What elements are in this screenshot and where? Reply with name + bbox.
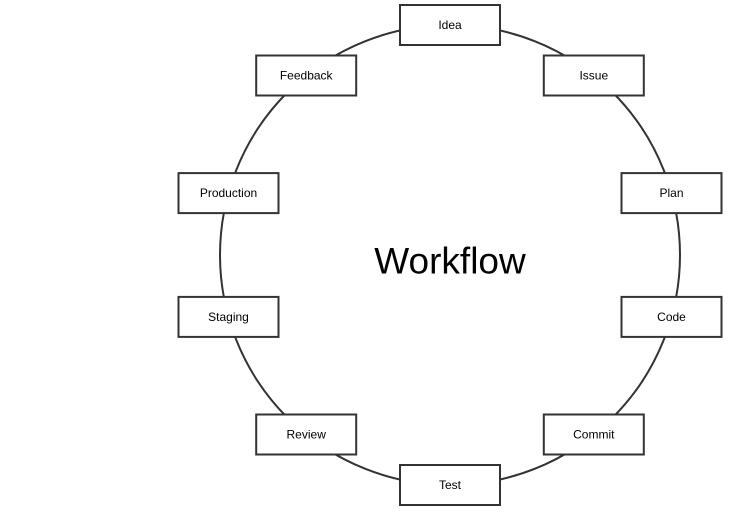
stage-node-test: Test [399, 464, 501, 506]
stage-node-feedback: Feedback [255, 54, 358, 97]
stage-box [177, 172, 280, 215]
diagram-title: Workflow [374, 241, 526, 282]
stage-node-production: Production [177, 172, 280, 215]
stage-box [255, 413, 358, 456]
stage-node-idea: Idea [399, 4, 501, 46]
stage-label: Review [287, 428, 327, 442]
stage-node-commit: Commit [542, 413, 645, 456]
stage-label: Idea [438, 18, 462, 32]
stage-label: Feedback [280, 69, 334, 83]
stage-node-review: Review [255, 413, 358, 456]
stage-box [542, 413, 645, 456]
stage-box [399, 464, 501, 506]
stage-box [177, 295, 280, 338]
stage-box [542, 54, 645, 97]
stage-label: Production [200, 186, 257, 200]
stage-label: Test [439, 478, 462, 492]
stage-label: Code [657, 310, 686, 324]
stage-node-staging: Staging [177, 295, 280, 338]
stage-box [620, 295, 723, 338]
stage-label: Staging [208, 310, 249, 324]
stage-node-code: Code [620, 295, 723, 338]
stage-label: Plan [659, 186, 683, 200]
stage-box [620, 172, 723, 215]
stage-node-issue: Issue [542, 54, 645, 97]
stage-node-plan: Plan [620, 172, 723, 215]
stage-box [399, 4, 501, 46]
stage-label: Issue [579, 69, 608, 83]
stage-label: Commit [573, 428, 615, 442]
stage-box [255, 54, 358, 97]
